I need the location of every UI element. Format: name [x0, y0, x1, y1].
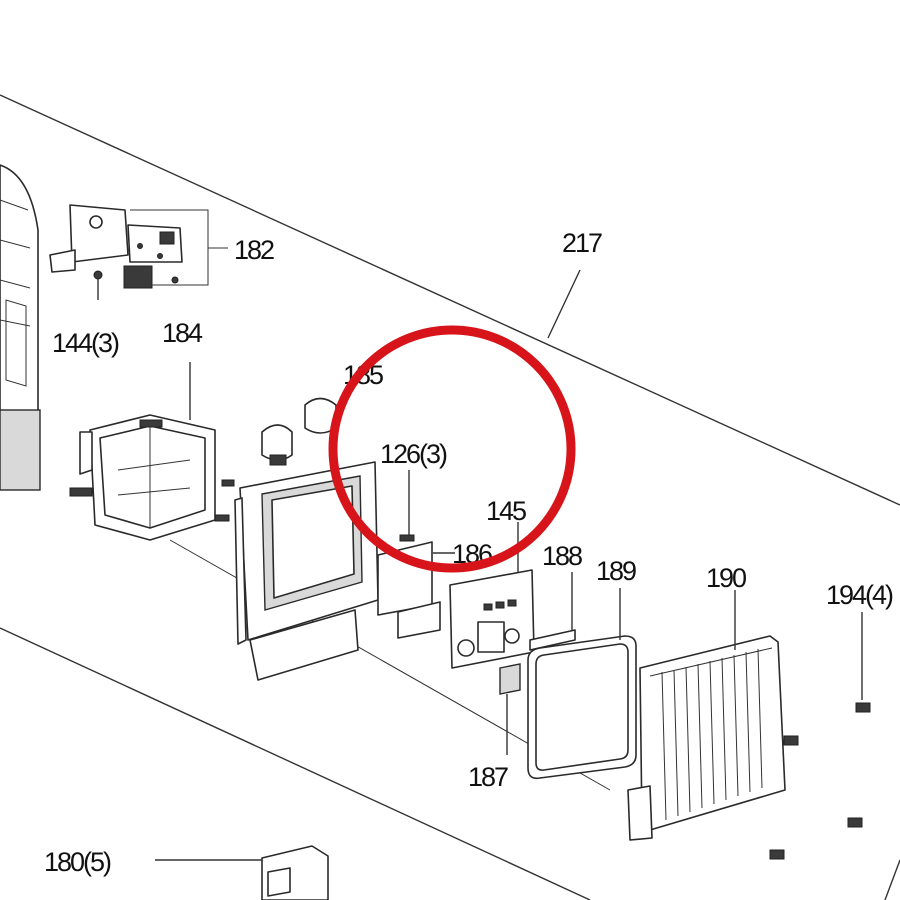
- part-185-frame: [234, 461, 379, 681]
- callout-187: 187: [468, 762, 508, 792]
- callout-180: 180(5): [44, 847, 111, 877]
- screw-144: [93, 270, 103, 300]
- part-187-pad: [499, 663, 521, 755]
- callout-217: 217: [562, 228, 602, 258]
- callout-145: 145: [486, 496, 526, 526]
- callout-126: 126(3): [380, 439, 447, 469]
- callout-194: 194(4): [826, 580, 893, 610]
- part-188-strip: [529, 572, 576, 651]
- assembly-boundary: [0, 94, 900, 900]
- part-180-block: [155, 845, 329, 900]
- callout-182: 182: [234, 235, 274, 265]
- part-186-bracket: [377, 541, 455, 639]
- callout-188: 188: [542, 541, 582, 571]
- callout-189: 189: [596, 556, 636, 586]
- housing-edge: [0, 164, 41, 491]
- knobs: [261, 397, 337, 466]
- highlight-circle: [328, 325, 576, 573]
- part-182-board: [49, 204, 228, 289]
- leader-217: [547, 269, 581, 339]
- callout-190: 190: [706, 563, 746, 593]
- part-184-box: [69, 362, 235, 541]
- screws-194: [769, 612, 871, 860]
- callout-144: 144(3): [52, 328, 119, 358]
- screws-126: [399, 470, 415, 542]
- callout-184: 184: [162, 318, 203, 348]
- part-190-heatsink: [627, 590, 786, 841]
- part-189-gasket: [527, 588, 637, 780]
